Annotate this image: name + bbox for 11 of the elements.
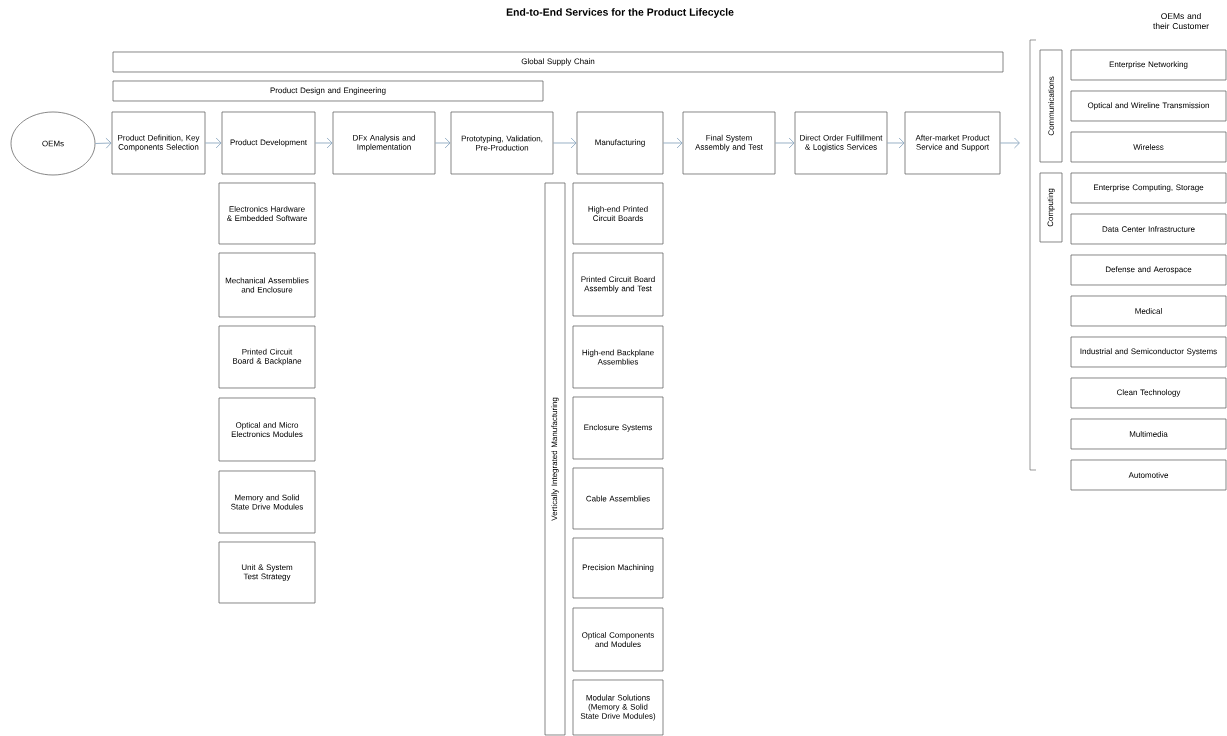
arrow <box>552 137 577 149</box>
heading: OEMs and their Customer <box>1153 12 1209 30</box>
arrow <box>662 137 683 149</box>
arrow <box>886 137 905 149</box>
title: End-to-End Services for the Product Lifecycle <box>506 8 734 18</box>
arrow <box>204 137 222 149</box>
arrow <box>774 137 795 149</box>
arrow <box>94 137 112 149</box>
arrow <box>314 137 333 149</box>
arrow <box>434 137 451 149</box>
arrow <box>999 137 1020 149</box>
